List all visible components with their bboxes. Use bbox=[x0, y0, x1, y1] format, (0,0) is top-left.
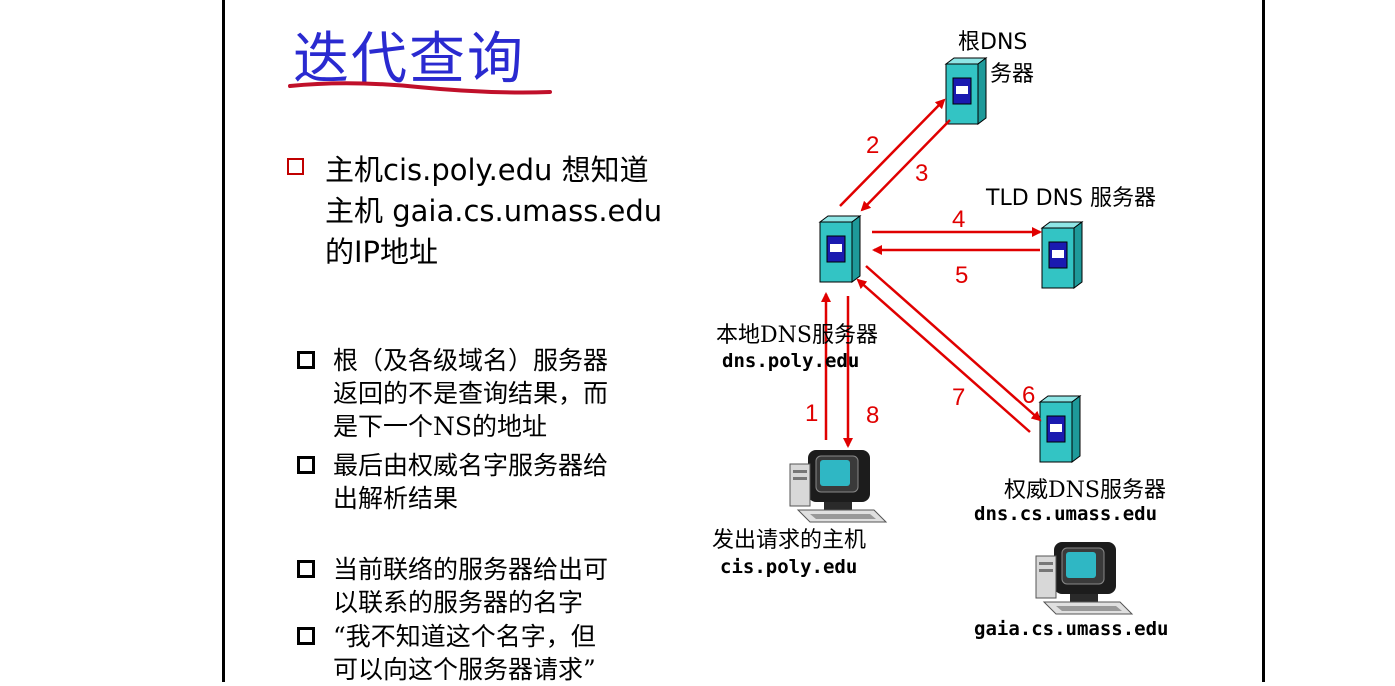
target-host-name: gaia.cs.umass.edu bbox=[974, 618, 1169, 640]
note-item: 根（及各级域名）服务器 返回的不是查询结果，而 是下一个NS的地址 bbox=[297, 344, 677, 443]
step-number: 2 bbox=[866, 132, 880, 159]
slide-title: 迭代查询 bbox=[293, 27, 525, 92]
step-number: 6 bbox=[1022, 382, 1036, 409]
requesting-host-icon bbox=[789, 449, 887, 523]
step-number: 3 bbox=[915, 160, 929, 187]
main-bullet: 主机cis.poly.edu 想知道 主机 gaia.cs.umass.edu … bbox=[287, 150, 707, 273]
arrow-3 bbox=[860, 119, 951, 212]
bullet-box-icon bbox=[287, 158, 304, 175]
tld-dns-label: TLD DNS 服务器 bbox=[986, 186, 1156, 211]
note-item: 当前联络的服务器给出可 以联系的服务器的名字 bbox=[297, 553, 677, 619]
arrow-6 bbox=[865, 265, 1042, 422]
root-dns-label-2: 务器 bbox=[990, 62, 1035, 87]
local-server-icon bbox=[819, 215, 861, 283]
auth-dns-label: 权威DNS服务器 bbox=[1004, 478, 1166, 503]
note-item: “我不知道这个名字，但 可以向这个服务器请求” bbox=[297, 620, 677, 686]
step-number: 1 bbox=[805, 400, 819, 427]
root-dns-label: 根DNS bbox=[958, 30, 1028, 55]
auth-dns-host: dns.cs.umass.edu bbox=[974, 503, 1158, 525]
slide-border-right bbox=[1262, 0, 1265, 682]
square-bullet-icon bbox=[297, 627, 315, 645]
arrow-7 bbox=[856, 278, 1031, 433]
main-bullet-text: 主机cis.poly.edu 想知道 主机 gaia.cs.umass.edu … bbox=[325, 153, 663, 269]
local-dns-host: dns.poly.edu bbox=[722, 350, 860, 372]
requesting-host-label: 发出请求的主机 bbox=[712, 528, 867, 553]
step-number: 7 bbox=[952, 384, 966, 411]
square-bullet-icon bbox=[297, 456, 315, 474]
requesting-host-name: cis.poly.edu bbox=[720, 556, 858, 578]
step-number: 4 bbox=[952, 206, 966, 233]
auth-server-icon bbox=[1039, 395, 1081, 463]
dns-diagram bbox=[789, 57, 1133, 615]
note-text: 当前联络的服务器给出可 以联系的服务器的名字 bbox=[333, 555, 609, 617]
note-item: 最后由权威名字服务器给 出解析结果 bbox=[297, 449, 677, 515]
arrow-2 bbox=[839, 98, 946, 207]
note-text: “我不知道这个名字，但 可以向这个服务器请求” bbox=[333, 622, 596, 684]
title-underline bbox=[288, 81, 552, 95]
step-number: 5 bbox=[955, 262, 969, 289]
square-bullet-icon bbox=[297, 351, 315, 369]
step-number: 8 bbox=[866, 402, 880, 429]
note-text: 根（及各级域名）服务器 返回的不是查询结果，而 是下一个NS的地址 bbox=[333, 346, 609, 441]
note-text: 最后由权威名字服务器给 出解析结果 bbox=[333, 451, 609, 513]
root-server-icon bbox=[945, 57, 987, 125]
tld-server-icon bbox=[1041, 221, 1083, 289]
slide-border-left bbox=[222, 0, 225, 682]
square-bullet-icon bbox=[297, 560, 315, 578]
target-host-icon bbox=[1035, 541, 1133, 615]
local-dns-label: 本地DNS服务器 bbox=[716, 323, 878, 348]
